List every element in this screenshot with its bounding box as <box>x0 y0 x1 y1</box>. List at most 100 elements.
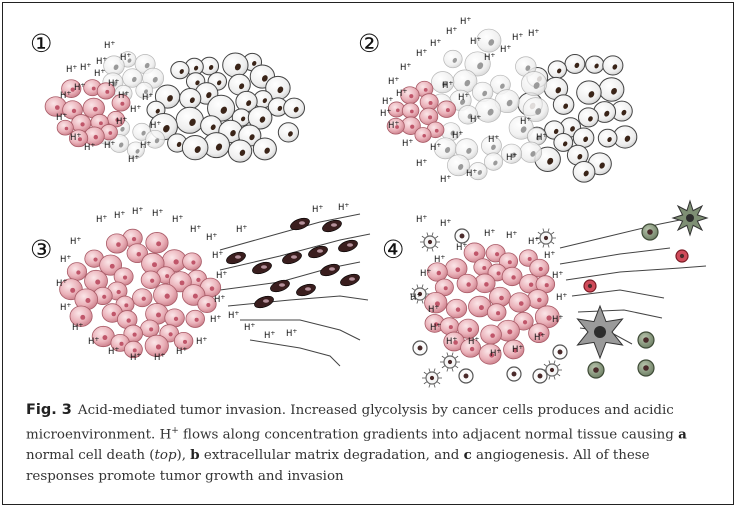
normal-nucleus <box>611 88 617 95</box>
dendrite <box>451 367 454 372</box>
normal-nucleus <box>176 141 182 147</box>
proton-label: H+ <box>396 88 407 99</box>
dendrite <box>537 241 542 245</box>
normal-nucleus <box>444 147 451 153</box>
tumor-nucleus <box>173 259 179 265</box>
normal-nucleus <box>488 39 495 46</box>
activated-cell-nucleus <box>587 283 593 289</box>
dendrite <box>451 352 454 357</box>
dendrite <box>550 241 555 245</box>
caption-text-2: flows along concentration gradients into… <box>178 427 679 443</box>
dying-normal-cell <box>522 97 549 122</box>
normal-nucleus <box>594 63 599 69</box>
degraded-matrix-core <box>317 249 323 253</box>
dendrite <box>446 352 449 357</box>
proton-label: H+ <box>520 116 531 127</box>
normal-nucleus <box>252 61 257 66</box>
normal-nucleus <box>547 157 554 165</box>
tumor-nucleus <box>116 242 121 247</box>
normal-nucleus <box>607 137 612 143</box>
degraded-matrix-core <box>263 299 269 303</box>
tumor-nucleus <box>484 282 489 287</box>
proton-label: H+ <box>512 32 523 43</box>
immune-cell-nucleus <box>549 367 555 373</box>
panel-2-normal-cell-death: H+H+H+H+H+H+H+H+H+H+H+H+H+H+H+H+H+H+H+H+… <box>380 16 638 185</box>
normal-cell <box>598 77 625 102</box>
proton-label: H+ <box>172 214 183 225</box>
normal-nucleus <box>493 160 498 166</box>
tumor-nucleus <box>428 115 433 120</box>
normal-nucleus <box>487 108 494 116</box>
dendrite <box>433 383 436 388</box>
normal-nucleus <box>574 62 580 69</box>
dying-normal-cell <box>443 49 463 69</box>
proton-label: H+ <box>500 44 511 55</box>
tumor-nucleus <box>93 257 98 262</box>
tumor-nucleus <box>434 128 439 133</box>
proton-label: H+ <box>176 346 187 357</box>
degraded-matrix-core <box>299 221 305 225</box>
proton-label: H+ <box>400 62 411 73</box>
tumor-nucleus <box>64 126 69 131</box>
tumor-nucleus <box>546 315 552 321</box>
dying-normal-cell <box>126 141 145 159</box>
tumor-nucleus <box>116 289 121 295</box>
blood-vessel <box>577 309 663 319</box>
leukocyte-nucleus <box>459 233 465 239</box>
tumor-nucleus <box>102 335 108 341</box>
panel-4-angiogenesis: H+H+H+H+H+H+H+H+H+H+H+H+H+H+H+H+H+H+H+H+ <box>410 199 709 388</box>
tumor-nucleus <box>538 331 543 337</box>
proton-label: H+ <box>430 38 441 49</box>
tumor-nucleus <box>448 325 453 330</box>
normal-cell <box>181 134 209 161</box>
normal-nucleus <box>208 64 214 70</box>
proton-label: H+ <box>214 294 225 305</box>
proton-label: H+ <box>484 228 495 239</box>
tumor-nucleus <box>428 100 433 105</box>
normal-nucleus <box>179 69 184 74</box>
dendrite <box>423 381 428 385</box>
tumor-nucleus <box>528 282 534 287</box>
tumor-nucleus <box>77 137 82 142</box>
panel-1-normal-cell-death: H+H+H+H+H+H+H+H+H+H+H+H+H+H+H+H+H+H+H+H+ <box>44 40 306 165</box>
proton-label: H+ <box>446 26 457 37</box>
proton-label: H+ <box>488 134 499 145</box>
tumor-nucleus <box>182 339 188 344</box>
tumor-nucleus <box>122 275 128 280</box>
dying-normal-cell <box>520 71 548 97</box>
tumor-nucleus <box>194 317 199 322</box>
normal-nucleus <box>240 116 246 122</box>
dendrite <box>421 299 424 304</box>
proton-label: H+ <box>116 116 127 127</box>
caption-letter-b: b <box>190 447 200 464</box>
normal-nucleus <box>277 86 284 94</box>
normal-nucleus <box>144 62 150 69</box>
proton-label: H+ <box>402 138 413 149</box>
leukocyte-nucleus <box>463 373 469 379</box>
normal-nucleus <box>293 106 299 113</box>
tumor-nucleus <box>70 287 76 293</box>
normal-cell <box>179 87 202 110</box>
tumor-nucleus <box>445 108 450 113</box>
normal-nucleus <box>189 97 195 103</box>
proton-label: H+ <box>216 270 227 281</box>
dying-normal-cell <box>457 105 479 125</box>
panel-marker-1: ① <box>30 29 52 58</box>
proton-label: H+ <box>154 352 165 363</box>
normal-nucleus <box>215 143 223 151</box>
caption-text-6: angiogenesis. All of these responses pro… <box>26 448 650 485</box>
normal-nucleus <box>458 164 464 170</box>
normal-nucleus <box>477 62 484 70</box>
normal-nucleus <box>264 147 270 154</box>
immune-cell-nucleus <box>417 291 423 297</box>
normal-nucleus <box>491 144 496 150</box>
normal-nucleus <box>464 79 471 87</box>
dendrite <box>434 235 439 239</box>
normal-nucleus <box>533 82 540 89</box>
normal-cell <box>577 107 599 128</box>
normal-cell <box>247 106 273 130</box>
tumor-nucleus <box>115 118 120 122</box>
proton-label: H+ <box>470 114 481 125</box>
dendrite <box>441 365 446 369</box>
proton-label: H+ <box>84 142 95 153</box>
